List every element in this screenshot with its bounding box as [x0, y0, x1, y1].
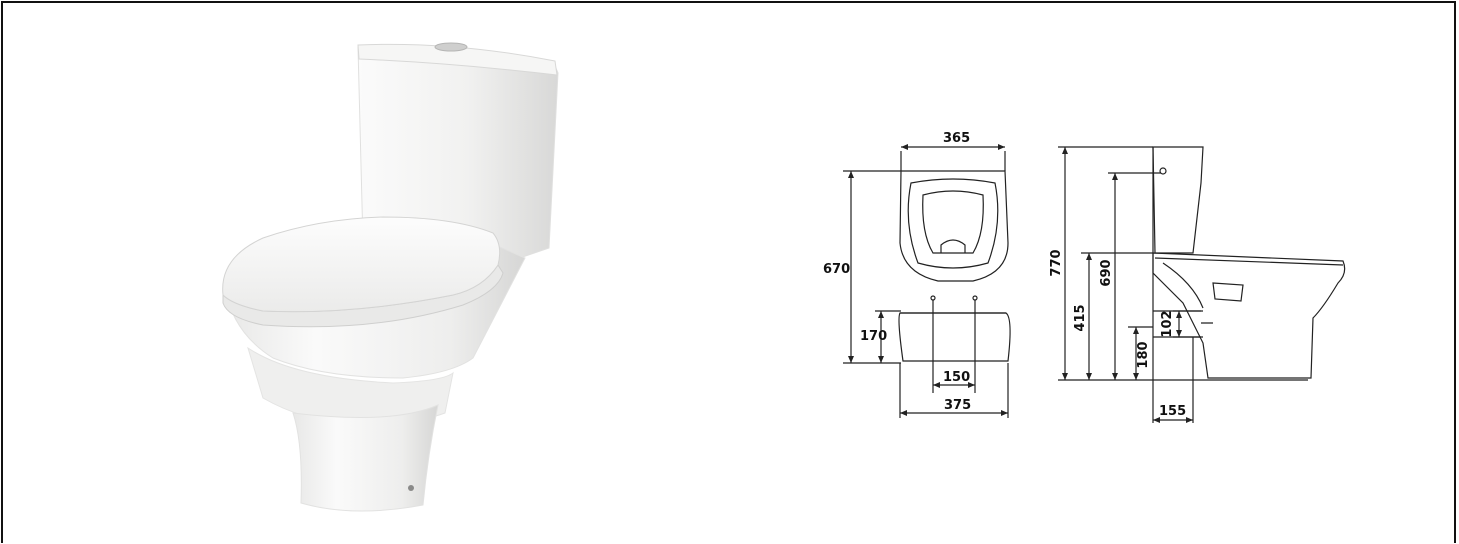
- pedestal: [292, 404, 439, 512]
- front-view: [843, 146, 1011, 418]
- dim-seat-height: 415: [1073, 304, 1088, 331]
- dim-total-height: 770: [1049, 249, 1064, 276]
- dim-inlet-height: 690: [1099, 259, 1114, 286]
- dim-top-width: 365: [943, 131, 970, 146]
- flush-button: [434, 42, 468, 52]
- dim-outlet-height: 180: [1136, 341, 1151, 368]
- dim-height: 670: [823, 262, 850, 277]
- dim-bottom-width: 375: [944, 398, 971, 413]
- front-view-arrows: [848, 144, 1008, 416]
- side-view: [1058, 146, 1346, 423]
- dimension-drawing: 365 670 170 150 375: [823, 131, 1346, 423]
- lid: [222, 216, 501, 313]
- tank-lid: [357, 43, 558, 76]
- dim-outlet-size: 102: [1160, 310, 1175, 337]
- dim-lower-height: 170: [860, 329, 887, 344]
- fixing-hole: [408, 485, 414, 491]
- toilet-photo: [222, 42, 559, 512]
- side-view-arrows: [1062, 147, 1193, 423]
- dim-bolt-spacing: 150: [943, 370, 970, 385]
- dim-outlet-offset: 155: [1159, 404, 1186, 419]
